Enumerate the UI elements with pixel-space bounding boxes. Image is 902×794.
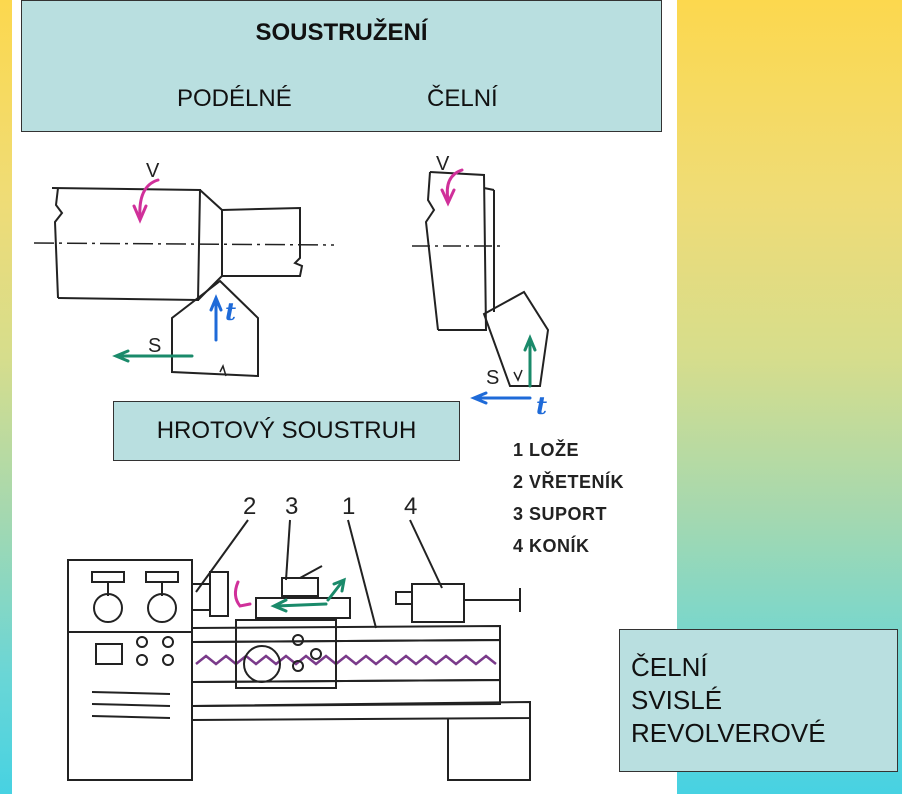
lathe-type-item: SVISLÉ: [631, 685, 723, 715]
lathe-feed-arrow-icon: [274, 602, 328, 608]
label-t-longitudinal: t: [225, 297, 236, 326]
face-rotation-arrow-icon: [445, 168, 464, 202]
bed-zigzag: [195, 654, 497, 666]
lathe-type-item: REVOLVEROVÉ: [631, 718, 826, 748]
axis-line: [33, 242, 335, 246]
apron-knob-icon: [310, 648, 322, 660]
legend-item: 2 VŘETENÍK: [513, 472, 625, 492]
vent-line: [91, 715, 171, 719]
face-feed-arrowhead: [523, 334, 537, 352]
face-tool: [482, 290, 550, 387]
legend-item: 4 KONÍK: [513, 536, 590, 556]
depth-arrowhead: [209, 294, 223, 312]
face-workpiece: [429, 171, 488, 331]
longitudinal-turning-sketch: [33, 187, 335, 378]
title-box: SOUSTRUŽENÍ PODÉLNÉ ČELNÍ: [21, 0, 662, 132]
label-v-face: V: [436, 153, 450, 175]
knob-icon: [136, 636, 148, 648]
page-title: SOUSTRUŽENÍ: [255, 19, 428, 46]
lathe-feed-arrowhead: [270, 598, 288, 613]
leader-1: [347, 519, 377, 629]
break-line-left: [53, 187, 64, 299]
face-rotation-arrowhead: [440, 188, 456, 207]
rotation-arrowhead: [132, 204, 148, 224]
spindle: [191, 583, 211, 611]
face-turning-sketch: [412, 171, 550, 387]
workpiece-large-diameter: [51, 187, 202, 302]
lathe-cross-arrowhead: [332, 577, 346, 593]
headstock-top-panel: [67, 559, 193, 633]
dial-label-1: [91, 571, 125, 583]
saddle: [255, 597, 351, 619]
cutting-tool: [171, 279, 259, 378]
lathe-types-box: ČELNÍ SVISLÉ REVOLVEROVÉ: [619, 629, 898, 772]
label-t-face: t: [536, 391, 547, 420]
lathe-number-2: 2: [243, 493, 256, 520]
face-tool-break: [513, 369, 523, 382]
apron-knob-icon: [292, 634, 304, 646]
tool-post-handle: [299, 565, 323, 579]
lathe-cross-arrow-icon: [326, 580, 344, 602]
knob-icon: [162, 636, 174, 648]
face-depth-arrowhead: [470, 391, 488, 405]
lathe-leg: [447, 718, 531, 781]
lathe-drawing: [67, 519, 531, 781]
leader-3: [285, 519, 291, 581]
label-s-face: S: [486, 367, 499, 389]
vent-line: [91, 691, 171, 695]
tailstock: [411, 583, 465, 623]
lathe-number-3: 3: [285, 493, 298, 520]
legend-item: 3 SUPORT: [513, 504, 608, 524]
lathe-type-item: ČELNÍ: [631, 652, 708, 682]
legend-item: 1 LOŽE: [513, 440, 580, 460]
vent-line: [91, 703, 171, 707]
lathe-number-4: 4: [404, 493, 417, 520]
label-s-longitudinal: S: [148, 335, 161, 357]
dial-label-2: [145, 571, 179, 583]
control-panel-square: [95, 643, 123, 665]
subtitle-longitudinal: PODÉLNÉ: [177, 85, 292, 112]
lathe-label-box: HROTOVÝ SOUSTRUH: [113, 401, 460, 461]
apron-knob-icon: [292, 660, 304, 672]
workpiece-small-diameter: [221, 206, 304, 277]
headstock: [67, 559, 193, 781]
lathe-base: [191, 700, 531, 721]
knob-icon: [162, 654, 174, 666]
subtitle-face: ČELNÍ: [427, 85, 498, 112]
chuck: [209, 571, 229, 617]
tool-post: [281, 577, 319, 597]
face-break-line: [424, 171, 439, 331]
lathe-arrows: [233, 577, 346, 613]
face-shoulder: [483, 187, 495, 191]
label-v-longitudinal: V: [146, 160, 160, 182]
lathe-rotation-arrow-icon: [233, 580, 252, 608]
dial-icon: [147, 593, 177, 623]
dial-icon: [93, 593, 123, 623]
tailstock-quill: [395, 591, 413, 605]
feed-arrowhead: [112, 349, 130, 363]
tool-break: [219, 363, 227, 377]
longitudinal-arrows: [112, 178, 223, 363]
knob-icon: [136, 654, 148, 666]
leader-4: [409, 519, 443, 589]
workpiece-chamfer: [197, 189, 223, 301]
lathe-number-1: 1: [342, 493, 355, 520]
leader-2: [195, 519, 249, 593]
apron: [235, 619, 337, 689]
handwheel-icon: [243, 645, 281, 683]
rotation-arrow-icon: [138, 178, 160, 220]
face-arrows: [440, 168, 537, 405]
lathe-label: HROTOVÝ SOUSTRUH: [156, 417, 417, 444]
